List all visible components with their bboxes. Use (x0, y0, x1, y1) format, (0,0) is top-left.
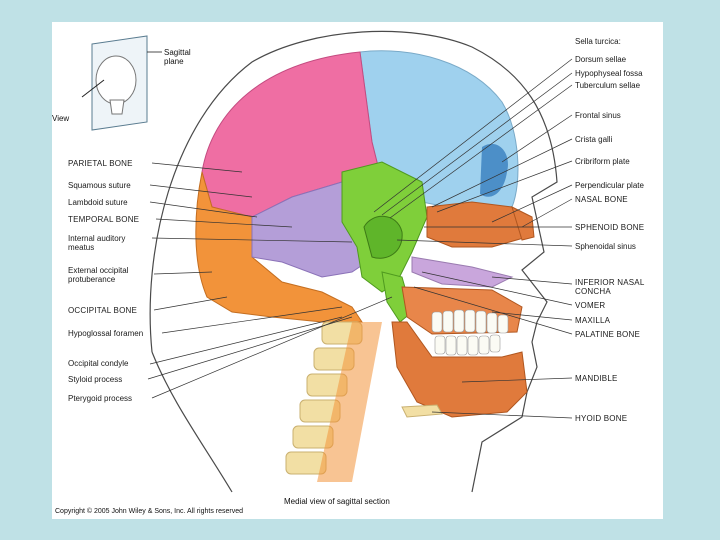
external-occipital-line-1: External occipital (68, 266, 129, 275)
label-palatine-bone: PALATINE BONE (575, 330, 640, 339)
label-hypoglossal-foramen: Hypoglossal foramen (68, 329, 144, 338)
label-inferior-nasal-concha: INFERIOR NASAL CONCHA (575, 278, 644, 296)
label-temporal-bone: TEMPORAL BONE (68, 215, 140, 224)
label-sella-turcica: Sella turcica: (575, 37, 621, 46)
sagittal-line-2: plane (164, 57, 184, 66)
leader-lines-right (373, 58, 573, 419)
label-styloid-process: Styloid process (68, 375, 123, 384)
external-occipital-line-2: protuberance (68, 275, 116, 284)
slide: Sagittal plane View PARIETAL BONE Squamo… (52, 22, 663, 519)
label-squamous-suture: Squamous suture (68, 181, 131, 190)
label-occipital-bone: OCCIPITAL BONE (68, 306, 138, 315)
label-vomer: VOMER (575, 301, 606, 310)
pterygoid-process (381, 271, 413, 323)
label-lambdoid-suture: Lambdoid suture (68, 198, 128, 207)
label-hyoid-bone: HYOID BONE (575, 414, 628, 423)
neck-outline (151, 351, 233, 493)
occipital-bone (195, 171, 363, 323)
label-occipital-condyle: Occipital condyle (68, 359, 129, 368)
label-crista-galli: Crista galli (575, 135, 613, 144)
sagittal-line-1: Sagittal (164, 48, 191, 57)
internal-auditory-line-1: Internal auditory (68, 234, 126, 243)
head-outline (149, 30, 558, 493)
label-parietal-bone: PARIETAL BONE (68, 159, 133, 168)
skull-sagittal-illustration (81, 30, 573, 493)
label-perpendicular-plate: Perpendicular plate (575, 181, 644, 190)
view-label: View (52, 114, 70, 123)
mandible (391, 321, 528, 418)
teeth (431, 309, 509, 356)
label-external-occipital-protuberance: External occipital protuberance (68, 266, 128, 284)
figure-caption: Medial view of sagittal section (284, 497, 390, 506)
label-sphenoidal-sinus: Sphenoidal sinus (575, 242, 636, 251)
label-nasal-bone: NASAL BONE (575, 195, 628, 204)
label-frontal-sinus: Frontal sinus (575, 111, 621, 120)
nasal-septum (426, 201, 528, 248)
label-tuberculum-sellae: Tuberculum sellae (575, 81, 641, 90)
label-hypophyseal-fossa: Hypophyseal fossa (575, 69, 643, 78)
inferior-nasal-line-2: CONCHA (575, 287, 611, 296)
label-internal-auditory-meatus: Internal auditory meatus (68, 234, 125, 252)
spinal-column (317, 322, 382, 482)
label-cribriform-plate: Cribriform plate (575, 157, 630, 166)
label-sphenoid-bone: SPHENOID BONE (575, 223, 645, 232)
sagittal-plane-label: Sagittal plane (164, 48, 191, 66)
inferior-nasal-line-1: INFERIOR NASAL (575, 278, 645, 287)
label-maxilla: MAXILLA (575, 316, 611, 325)
label-dorsum-sellae: Dorsum sellae (575, 55, 627, 64)
cervical-vertebrae (285, 321, 363, 475)
frontal-sinus (480, 143, 508, 197)
internal-auditory-line-2: meatus (68, 243, 95, 252)
copyright-notice: Copyright © 2005 John Wiley & Sons, Inc.… (55, 508, 244, 515)
label-pterygoid-process: Pterygoid process (68, 394, 133, 403)
leader-lines-left (147, 162, 393, 399)
nasal-bone (511, 206, 535, 241)
hyoid-bone (401, 404, 443, 418)
inset-skull (81, 35, 162, 131)
inferior-nasal-concha (411, 256, 514, 288)
sphenoidal-sinus (363, 215, 403, 259)
label-mandible: MANDIBLE (575, 374, 618, 383)
